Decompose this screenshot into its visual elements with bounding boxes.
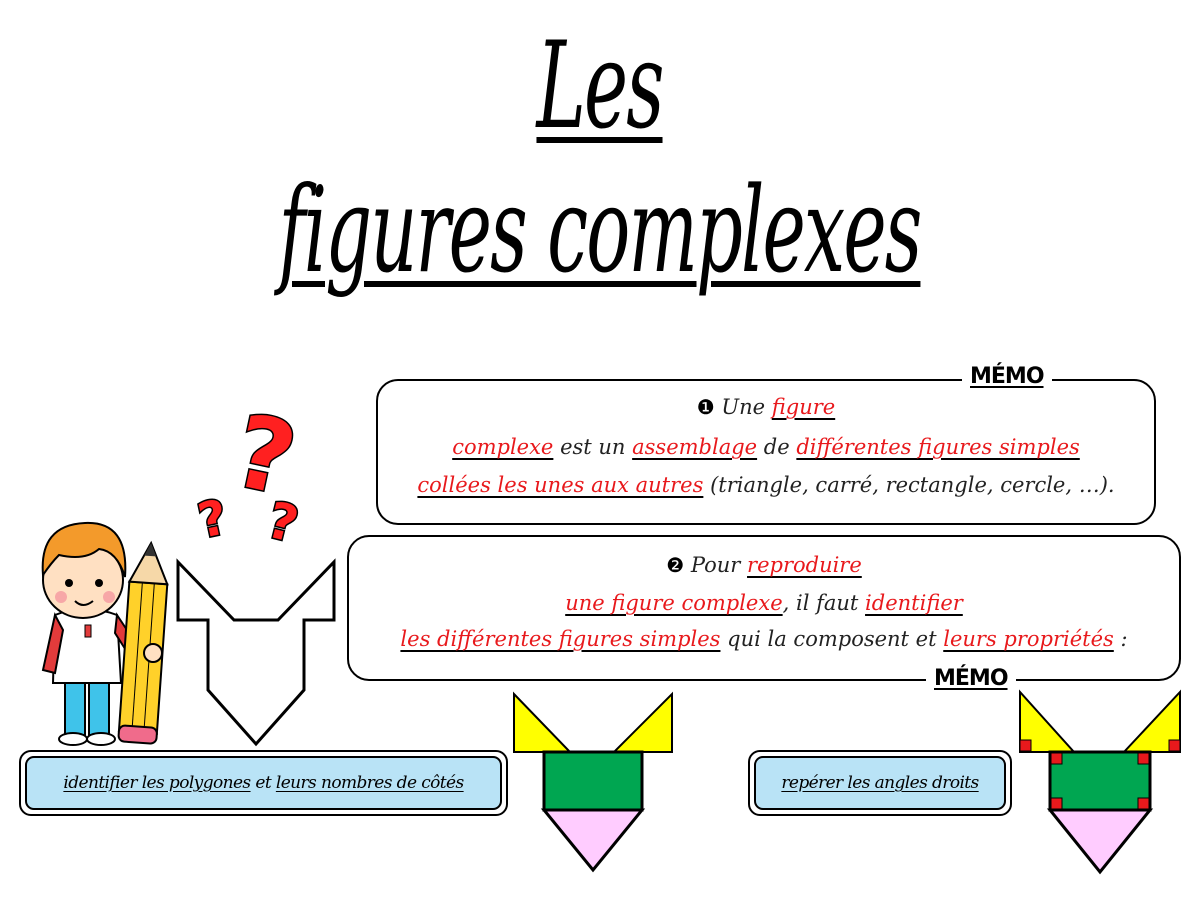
label1-part-b: et	[255, 773, 272, 793]
page-title-line-1: Les	[228, 22, 971, 152]
memo2-il-faut: , il faut	[782, 591, 859, 615]
memo2-reproduire: reproduire	[747, 553, 862, 577]
memo1-word-une: Une	[721, 395, 766, 419]
complex-figure-right-angles	[1019, 689, 1181, 875]
memo2-les-differentes-figures: les différentes figures simples	[400, 627, 721, 651]
label-identifier-polygones-inner: identifier les polygones et leurs nombre…	[25, 756, 502, 810]
memo1-est-un: est un	[560, 435, 626, 459]
memo1-line-3: collées les unes aux autres (triangle, c…	[378, 473, 1154, 497]
boy-with-pencil-illustration	[41, 521, 169, 746]
memo2-line-2: une figure complexe, il faut identifier	[349, 591, 1179, 615]
label2-text: repérer les angles droits	[781, 773, 979, 793]
memo2-colon: :	[1120, 627, 1128, 651]
label-angles-droits: repérer les angles droits	[748, 750, 1012, 816]
question-marks-icon: ? ? ?	[195, 400, 307, 550]
bullet-2-icon: ❷	[666, 553, 685, 577]
memo1-line-1: ❶ Une figure	[378, 395, 1154, 419]
memo-box-2: ❷ Pour reproduire une figure complexe, i…	[347, 535, 1181, 681]
memo2-leurs-proprietes: leurs propriétés	[943, 627, 1114, 651]
memo1-de: de	[763, 435, 790, 459]
memo1-assemblage: assemblage	[632, 435, 758, 459]
memo2-identifier: identifier	[865, 591, 963, 615]
memo2-une-figure-complexe: une figure complexe	[565, 591, 783, 615]
memo-tag-1: MÉMO	[962, 364, 1052, 389]
memo2-qui-la-composent: qui la composent et	[727, 627, 937, 651]
memo2-line-3: les différentes figures simples qui la c…	[349, 627, 1179, 651]
memo-box-1: ❶ Une figure complexe est un assemblage …	[376, 379, 1156, 525]
memo1-examples: (triangle, carré, rectangle, cercle, …).	[710, 473, 1115, 497]
memo-tag-2: MÉMO	[926, 666, 1016, 691]
page-title-line-2: figures complexes	[228, 160, 971, 300]
label-identifier-polygones: identifier les polygones et leurs nombre…	[19, 750, 508, 816]
complex-figure-outline	[176, 558, 336, 747]
memo1-complexe: complexe	[452, 435, 554, 459]
memo1-line-2: complexe est un assemblage de différente…	[378, 435, 1154, 459]
bullet-1-icon: ❶	[696, 395, 715, 419]
memo1-word-figure: figure	[771, 395, 836, 419]
label1-part-a: identifier les polygones	[63, 773, 251, 793]
memo1-differentes-figures-simples: différentes figures simples	[796, 435, 1080, 459]
memo2-line-1: ❷ Pour reproduire	[349, 553, 1179, 577]
complex-figure-colored	[513, 691, 673, 873]
label-angles-droits-inner: repérer les angles droits	[754, 756, 1006, 810]
label1-part-c: leurs nombres de côtés	[275, 773, 464, 793]
title-text-2: figures complexes	[278, 161, 923, 299]
title-text-1: Les	[536, 17, 664, 156]
memo2-word-pour: Pour	[690, 553, 741, 577]
memo1-collees: collées les unes aux autres	[417, 473, 704, 497]
